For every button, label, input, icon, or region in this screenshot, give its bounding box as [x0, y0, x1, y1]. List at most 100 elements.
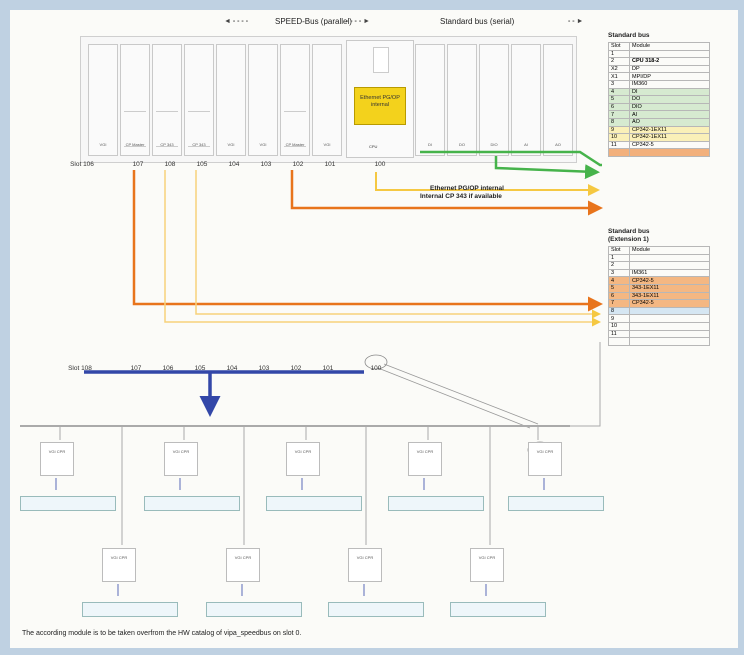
node-info-box: [82, 602, 178, 617]
module-slot-102: CP Master: [280, 44, 310, 156]
ext-module: [629, 321, 710, 331]
ext-slot: 9: [608, 314, 630, 323]
bottom-slot-label: Slot 108: [68, 365, 92, 372]
std-slot: X2: [608, 64, 630, 74]
std-module-2: DO: [447, 44, 477, 156]
ext-slot: 5: [608, 283, 630, 293]
std-slot: 11: [608, 140, 630, 150]
std-module-3: DIO: [479, 44, 509, 156]
node-info-box: [388, 496, 484, 511]
std-module: DO: [629, 95, 710, 104]
ethernet-box: Ethernet PG/OP internal: [354, 87, 406, 125]
top-slot-105: 105: [196, 161, 208, 168]
bottom-slot-103: 103: [258, 365, 270, 372]
std-module: [629, 148, 710, 157]
std-slot: X1: [608, 72, 630, 81]
node-info-box: [266, 496, 362, 511]
std-slot: 4: [608, 87, 630, 97]
node-box: VGI CPR: [470, 548, 504, 582]
std-module: CPU 318-2: [629, 57, 710, 66]
orange-arrow-1: [290, 170, 603, 216]
standard-bus-title: Standard bus: [608, 32, 650, 39]
speed-bus-label: SPEED-Bus (parallel): [275, 17, 352, 26]
ext-col-module: Module: [629, 246, 710, 255]
cpu-label: CPU: [369, 144, 378, 149]
ext-slot: 8: [608, 306, 630, 316]
module-slot-104: VGI: [216, 44, 246, 156]
node-info-box: [206, 602, 302, 617]
std-slot: [608, 148, 630, 157]
node-info-box: [144, 496, 240, 511]
std-slot: 7: [608, 110, 630, 119]
top-slot-107: 107: [132, 161, 144, 168]
std-slot: 1: [608, 49, 630, 59]
bottom-slot-100: 100: [370, 365, 382, 372]
slot-100-circle: [364, 354, 388, 370]
callout-line-1: [383, 363, 539, 425]
top-slot-101: 101: [324, 161, 336, 168]
ext-slot: 6: [608, 291, 630, 301]
drop-lines: [59, 426, 539, 545]
std-module: CP342-1EX11: [629, 125, 710, 135]
std-slot: 8: [608, 117, 630, 127]
module-slot-108: CP 343: [152, 44, 182, 156]
ext-module: [629, 314, 710, 323]
ext-module: CP342-5: [629, 299, 710, 308]
ext-col-slot: Slot: [608, 246, 630, 255]
node-box: VGI CPR: [408, 442, 442, 476]
bottom-slot-106: 106: [162, 365, 174, 372]
yellow-arrow-2: [164, 170, 601, 327]
node-box: VGI CPR: [40, 442, 74, 476]
node-box: VGI CPR: [164, 442, 198, 476]
module-slot-105: CP 343: [184, 44, 214, 156]
top-slot-100: 100: [374, 161, 386, 168]
ext-slot: 4: [608, 276, 630, 285]
std-module: DIO: [629, 102, 710, 112]
bottom-slot-101: 101: [322, 365, 334, 372]
ext-module: CP342-5: [629, 276, 710, 285]
module-slot-107: CP Master: [120, 44, 150, 156]
callout-line-2: [377, 367, 531, 429]
std-module: AO: [629, 117, 710, 127]
ext-module: [629, 306, 710, 316]
std-module: DI: [629, 87, 710, 97]
standard-bus-arrow: - - ►: [568, 18, 584, 25]
bracket-line: [570, 342, 601, 427]
bottom-slot-102: 102: [290, 365, 302, 372]
std-module: CP342-1EX11: [629, 133, 710, 142]
top-slot-104: 104: [228, 161, 240, 168]
extension-bus-subtitle: (Extension 1): [608, 236, 649, 243]
std-module-4: AI: [511, 44, 541, 156]
ext-slot: 1: [608, 253, 630, 263]
std-col-slot: Slot: [608, 42, 630, 51]
ext-slot: 7: [608, 299, 630, 308]
standard-bus-label: Standard bus (serial): [440, 17, 515, 26]
bottom-slot-107: 107: [130, 365, 142, 372]
ethernet-arrow-label: Ethernet PG/OP internal: [430, 185, 504, 192]
std-module-1: DI: [415, 44, 445, 156]
ext-module: [629, 337, 710, 346]
cpu-module: Ethernet PG/OP internal CPU: [346, 40, 414, 158]
speed-bus-arrow-left: ◄ - - - -: [224, 18, 249, 25]
std-slot: 3: [608, 79, 630, 89]
node-box: VGI CPR: [102, 548, 136, 582]
std-slot: 5: [608, 95, 630, 104]
ext-module: 343-1EX11: [629, 283, 710, 293]
ext-module: [629, 253, 710, 263]
node-info-box: [508, 496, 604, 511]
std-module: AI: [629, 110, 710, 119]
node-arrows: [55, 478, 545, 596]
node-info-box: [20, 496, 116, 511]
std-module: DP: [629, 64, 710, 74]
ext-module: [629, 329, 710, 339]
ext-slot: [608, 337, 630, 346]
ext-slot: 10: [608, 321, 630, 331]
std-module: IM360: [629, 79, 710, 89]
std-slot: 2: [608, 57, 630, 66]
orange-arrow-2: [132, 170, 603, 312]
yellow-arrow-3: [195, 170, 601, 319]
node-box: VGI CPR: [528, 442, 562, 476]
footer-note: The according module is to be taken over…: [22, 630, 302, 637]
